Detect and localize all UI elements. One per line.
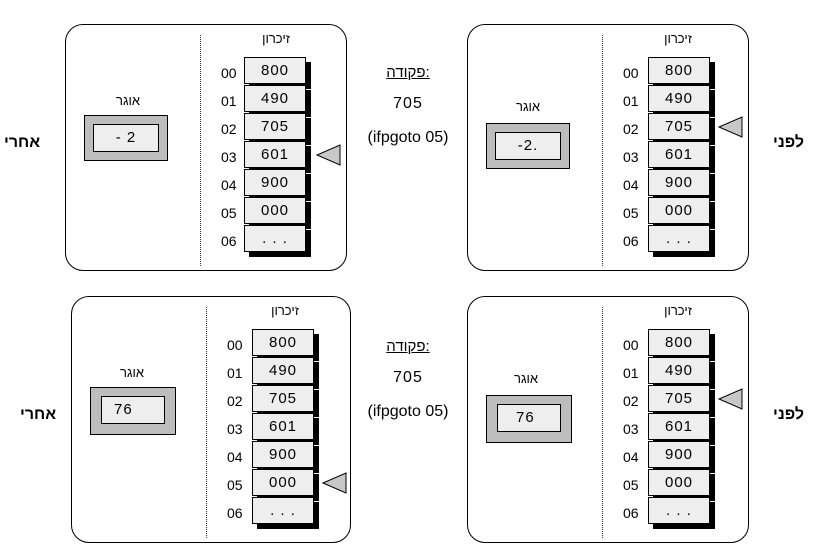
address-label: 06 (623, 505, 639, 521)
accumulator-box: -2. (486, 123, 570, 169)
memory-cell: 900 (252, 441, 314, 468)
memory-cell: 800 (252, 329, 314, 356)
pointer-arrow-icon (322, 472, 347, 494)
memory-title: זיכרון (271, 303, 299, 318)
address-label: 00 (227, 337, 243, 353)
side-label-before: לפני (773, 406, 804, 423)
command-block: פקודה: 705 (ifpgoto 05) (348, 64, 468, 147)
accumulator-value: - 2 (93, 124, 159, 152)
address-label: 03 (221, 149, 237, 165)
panel-divider (206, 307, 207, 538)
accumulator-box: 76 (486, 395, 572, 443)
memory-cell: 900 (648, 169, 710, 196)
memory-cell: 000 (252, 469, 314, 496)
command-text: (ifpgoto 05) (367, 403, 449, 420)
command-code: 705 (393, 95, 423, 112)
command-code: 705 (393, 369, 423, 386)
memory-title: זיכרון (664, 303, 692, 318)
address-label: 02 (623, 121, 639, 137)
address-label: 01 (623, 365, 639, 381)
accumulator-label: אוגר (514, 371, 538, 386)
address-label: 00 (221, 65, 237, 81)
side-label-after: אחרי (20, 406, 57, 423)
address-label: 03 (623, 149, 639, 165)
memory-cell: 601 (648, 413, 710, 440)
command-label: פקודה: (386, 338, 430, 355)
address-label: 05 (221, 205, 237, 221)
command-label: פקודה: (386, 64, 430, 81)
panel-divider (602, 35, 603, 266)
memory-cell: 705 (244, 113, 306, 140)
memory-cell: 705 (252, 385, 314, 412)
address-label: 04 (623, 177, 639, 193)
address-label: 06 (221, 233, 237, 249)
memory-cell: 000 (648, 197, 710, 224)
accumulator-value: -2. (495, 132, 561, 160)
address-label: 00 (623, 65, 639, 81)
memory-cell: 705 (648, 113, 710, 140)
address-label: 02 (227, 393, 243, 409)
accumulator-label: אוגר (116, 93, 140, 108)
address-label: 04 (227, 449, 243, 465)
memory-cell: . . . (244, 225, 306, 252)
memory-cell: 900 (648, 441, 710, 468)
memory-cell: 490 (648, 85, 710, 112)
accumulator-value: 76 (101, 396, 165, 424)
pointer-arrow-icon (718, 388, 743, 410)
memory-cell: 490 (244, 85, 306, 112)
pointer-arrow-icon (718, 116, 743, 138)
memory-cell: 000 (648, 469, 710, 496)
panel-after: אוגר 76 זיכרון 00 01 02 03 04 05 06 800 … (71, 296, 351, 543)
accumulator-label: אוגר (120, 365, 144, 380)
address-label: 04 (623, 449, 639, 465)
address-label: 03 (227, 421, 243, 437)
address-label: 02 (221, 121, 237, 137)
accumulator-box: 76 (90, 387, 176, 435)
memory-title: זיכרון (262, 31, 290, 46)
memory-cell: 490 (648, 357, 710, 384)
address-label: 05 (623, 205, 639, 221)
memory-cell: 705 (648, 385, 710, 412)
pointer-arrow-icon (316, 144, 341, 166)
panel-before: אוגר -2. זיכרון 00 01 02 03 04 05 06 800… (467, 24, 749, 271)
memory-cell: 601 (252, 413, 314, 440)
address-label: 04 (221, 177, 237, 193)
memory-cell: 490 (252, 357, 314, 384)
address-label: 05 (227, 477, 243, 493)
memory-cell: 800 (244, 57, 306, 84)
address-label: 06 (227, 505, 243, 521)
memory-cell: 800 (648, 57, 710, 84)
panel-after: אוגר - 2 זיכרון 00 01 02 03 04 05 06 800… (65, 24, 347, 271)
memory-cell: . . . (648, 497, 710, 524)
panel-divider (200, 35, 201, 266)
accumulator-box: - 2 (84, 115, 168, 161)
memory-cell: 601 (648, 141, 710, 168)
memory-cell: 000 (244, 197, 306, 224)
address-label: 05 (623, 477, 639, 493)
address-label: 06 (623, 233, 639, 249)
side-label-after: אחרי (4, 134, 41, 151)
memory-cell: 800 (648, 329, 710, 356)
address-label: 01 (623, 93, 639, 109)
memory-cell: . . . (648, 225, 710, 252)
panel-divider (602, 307, 603, 538)
address-label: 03 (623, 421, 639, 437)
command-text: (ifpgoto 05) (367, 129, 449, 146)
memory-title: זיכרון (664, 31, 692, 46)
accumulator-value: 76 (497, 404, 561, 432)
address-label: 02 (623, 393, 639, 409)
accumulator-label: אוגר (516, 99, 540, 114)
memory-cell: 900 (244, 169, 306, 196)
memory-cell: . . . (252, 497, 314, 524)
address-label: 01 (221, 93, 237, 109)
side-label-before: לפני (773, 134, 804, 151)
address-label: 01 (227, 365, 243, 381)
panel-before: אוגר 76 זיכרון 00 01 02 03 04 05 06 800 … (467, 296, 749, 543)
address-label: 00 (623, 337, 639, 353)
memory-cell: 601 (244, 141, 306, 168)
command-block: פקודה: 705 (ifpgoto 05) (348, 338, 468, 421)
